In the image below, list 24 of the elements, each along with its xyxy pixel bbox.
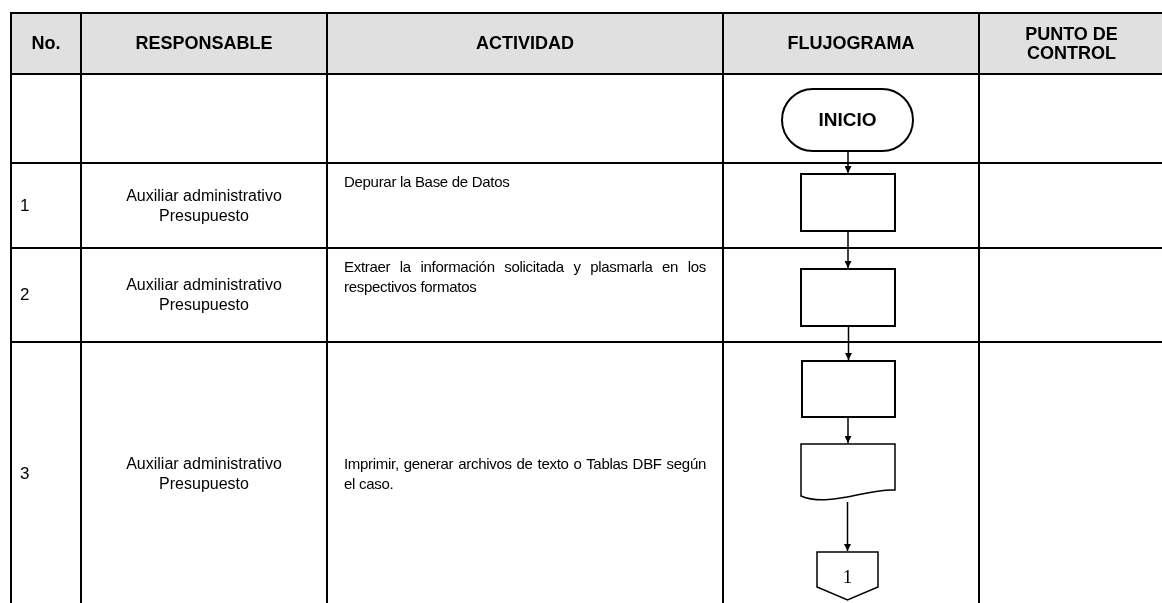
process-box bbox=[800, 173, 896, 232]
responsible-text: Auxiliar administrativo Presupuesto bbox=[125, 275, 283, 315]
start-terminal: INICIO bbox=[781, 88, 914, 152]
responsible-text: Auxiliar administrativo Presupuesto bbox=[125, 453, 283, 494]
arrow bbox=[844, 501, 851, 552]
process-box bbox=[801, 360, 896, 418]
row-number: 2 bbox=[19, 284, 30, 307]
activity-text: Extraer la información solicitada y plasmarla en los respectivos formatos bbox=[343, 257, 707, 297]
activity-text: Depurar la Base de Datos bbox=[343, 172, 511, 192]
responsible-header: RESPONSABLE bbox=[134, 34, 274, 53]
arrow bbox=[844, 151, 852, 174]
arrow bbox=[844, 231, 852, 269]
responsible-text: Auxiliar administrativo Presupuesto bbox=[125, 185, 283, 226]
row-number: 3 bbox=[19, 462, 30, 485]
arrow bbox=[844, 417, 852, 444]
activity-header: ACTIVIDAD bbox=[475, 34, 575, 53]
arrow bbox=[845, 326, 852, 361]
control-point-header: PUNTO DE CONTROL bbox=[1024, 24, 1119, 63]
activity-text: Imprimir, generar archivos de texto o Tablas DBF según el caso. bbox=[343, 453, 707, 494]
number-header: No. bbox=[30, 34, 62, 53]
row-number: 1 bbox=[19, 194, 30, 217]
document-shape bbox=[800, 443, 896, 502]
flowchart-header: FLUJOGRAMA bbox=[786, 34, 916, 53]
process-box bbox=[800, 268, 896, 327]
